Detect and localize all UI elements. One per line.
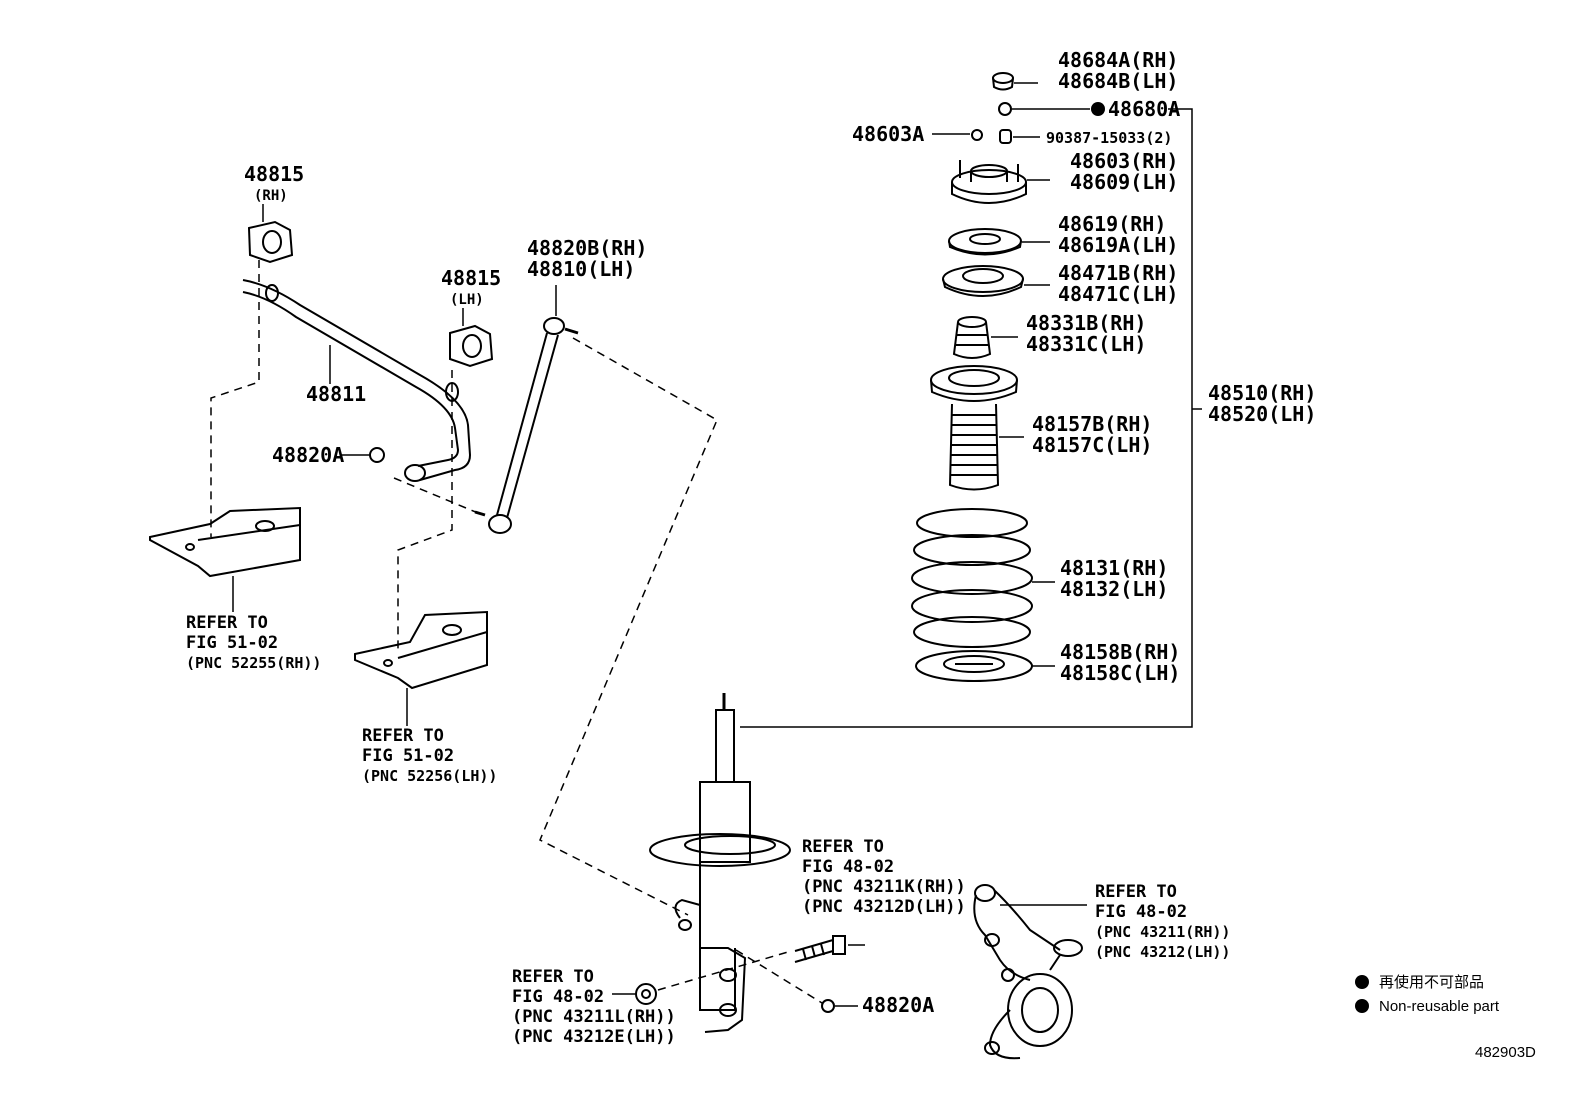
bracket-rh (149, 506, 301, 612)
bolt-part (794, 935, 865, 963)
nut-48603a (971, 129, 983, 141)
refer-fig48-knuckle-pnc2: (PNC 43212(LH)) (1095, 943, 1231, 961)
legend-dot-icon (1355, 975, 1369, 989)
label-48158: 48158B(RH) 48158C(LH) (1060, 642, 1180, 684)
label-48131-rh: 48131(RH) (1060, 556, 1169, 580)
label-48820b-rh: 48820B(RH) (527, 236, 648, 260)
label-48471: 48471B(RH) 48471C(LH) (1058, 263, 1178, 305)
refer-fig48-nut-pnc1: (PNC 43211L(RH)) (512, 1007, 676, 1027)
label-48471b-rh: 48471B(RH) (1058, 261, 1179, 285)
label-48132-lh: 48132(LH) (1060, 577, 1169, 601)
nut-48820a-top (369, 447, 385, 463)
lower-insulator-48158 (915, 650, 1033, 682)
label-48684: 48684A(RH) 48684B(LH) (1058, 50, 1178, 92)
refer-fig51-rh-line2: FIG 51-02 (186, 633, 279, 653)
refer-fig48-nut: REFER TO FIG 48-02 (PNC 43211L(RH)) (PNC… (512, 967, 676, 1047)
refer-fig51-rh-pnc: (PNC 52255(RH)) (186, 654, 322, 672)
label-90387: 90387-15033(2) (1046, 129, 1173, 147)
cap-48684 (992, 72, 1014, 91)
label-48158b-rh: 48158B(RH) (1060, 640, 1181, 664)
label-48684-lh: 48684B(LH) (1058, 69, 1179, 93)
label-48680a: 48680A (1108, 97, 1181, 121)
label-48815-lh: 48815 (441, 268, 501, 289)
label-48603a: 48603A (852, 122, 925, 146)
diagram-code: 482903D (1475, 1044, 1536, 1061)
label-48619-rh: 48619(RH) (1058, 212, 1167, 236)
label-48619a-lh: 48619A(LH) (1058, 233, 1179, 257)
nut-48680a (998, 102, 1012, 116)
dashed-leaders (210, 260, 823, 1004)
label-48157: 48157B(RH) 48157C(LH) (1032, 414, 1152, 456)
legend-jp: 再使用不可部品 (1379, 974, 1485, 991)
refer-fig48-bolt-line1: REFER TO (802, 837, 884, 857)
steering-knuckle (973, 884, 1087, 1060)
refer-fig48-bolt: REFER TO FIG 48-02 (PNC 43211K(RH)) (PNC… (802, 837, 966, 917)
strut-mount-48603 (951, 160, 1027, 204)
refer-fig48-nut-pnc2: (PNC 43212E(LH)) (512, 1027, 676, 1047)
label-48510-rh: 48510(RH) (1208, 381, 1317, 405)
legend-en-row: Non-reusable part (1355, 995, 1499, 1019)
insulator-48471 (942, 265, 1024, 297)
flange-nut (612, 983, 657, 1005)
bump-stopper-48331 (952, 316, 992, 359)
legend: 再使用不可部品 Non-reusable part (1355, 971, 1499, 1019)
legend-jp-row: 再使用不可部品 (1355, 971, 1499, 995)
label-48603: 48603(RH) 48609(LH) (1070, 151, 1178, 193)
label-48331c-lh: 48331C(LH) (1026, 332, 1147, 356)
coil-spring-48131 (911, 508, 1033, 648)
refer-fig51-lh-line1: REFER TO (362, 726, 444, 746)
shock-absorber (649, 693, 791, 1033)
label-48815-lh-side: (LH) (450, 292, 484, 308)
label-48331: 48331B(RH) 48331C(LH) (1026, 313, 1146, 355)
label-48158c-lh: 48158C(LH) (1060, 661, 1181, 685)
refer-fig51-rh: REFER TO FIG 51-02 (PNC 52255(RH)) (186, 613, 321, 673)
label-48811: 48811 (306, 382, 367, 406)
refer-fig48-bolt-pnc1: (PNC 43211K(RH)) (802, 877, 966, 897)
upper-seat-48619 (948, 228, 1022, 256)
label-48820a-top: 48820A (272, 443, 345, 467)
refer-fig48-nut-line2: FIG 48-02 (512, 987, 605, 1007)
label-48131: 48131(RH) 48132(LH) (1060, 558, 1168, 600)
label-48157c-lh: 48157C(LH) (1032, 433, 1153, 457)
refer-fig48-bolt-pnc2: (PNC 43212D(LH)) (802, 897, 966, 917)
label-48684-rh: 48684A(RH) (1058, 48, 1179, 72)
label-48820a-bottom: 48820A (862, 993, 935, 1017)
dust-boot-48157 (930, 365, 1018, 491)
bushing-90387 (999, 129, 1012, 144)
label-48815-rh-side: (RH) (254, 188, 288, 204)
label-48520-lh: 48520(LH) (1208, 402, 1317, 426)
label-48471c-lh: 48471C(LH) (1058, 282, 1179, 306)
refer-fig48-bolt-line2: FIG 48-02 (802, 857, 895, 877)
label-48603-rh: 48603(RH) (1070, 149, 1179, 173)
refer-fig51-rh-line1: REFER TO (186, 613, 268, 633)
refer-fig51-lh-pnc: (PNC 52256(LH)) (362, 767, 498, 785)
refer-fig48-nut-line1: REFER TO (512, 967, 594, 987)
bracket-lh (354, 610, 488, 726)
label-48815-lh-num: 48815 (441, 266, 502, 290)
nut-48820a-bottom (821, 999, 835, 1013)
bushing-48815-lh (449, 324, 494, 368)
label-48157b-rh: 48157B(RH) (1032, 412, 1153, 436)
label-48820b: 48820B(RH) 48810(LH) (527, 238, 647, 280)
label-48609-lh: 48609(LH) (1070, 170, 1179, 194)
label-48815-rh: 48815 (244, 164, 304, 185)
label-48619: 48619(RH) 48619A(LH) (1058, 214, 1178, 256)
refer-fig48-knuckle-line2: FIG 48-02 (1095, 902, 1188, 922)
non-reusable-dot (1091, 102, 1105, 116)
assembly-bracket (740, 108, 1193, 728)
refer-fig51-lh: REFER TO FIG 51-02 (PNC 52256(LH)) (362, 726, 497, 786)
bushing-48815-rh (247, 220, 294, 264)
refer-fig51-lh-line2: FIG 51-02 (362, 746, 455, 766)
label-48510: 48510(RH) 48520(LH) (1208, 383, 1316, 425)
legend-dot-icon (1355, 999, 1369, 1013)
refer-fig48-knuckle-line1: REFER TO (1095, 882, 1177, 902)
refer-fig48-knuckle-pnc1: (PNC 43211(RH)) (1095, 923, 1231, 941)
label-48810-lh: 48810(LH) (527, 257, 636, 281)
legend-en: Non-reusable part (1379, 998, 1500, 1015)
refer-fig48-knuckle: REFER TO FIG 48-02 (PNC 43211(RH)) (PNC … (1095, 882, 1230, 962)
label-48331b-rh: 48331B(RH) (1026, 311, 1147, 335)
label-48815-rh-num: 48815 (244, 162, 305, 186)
